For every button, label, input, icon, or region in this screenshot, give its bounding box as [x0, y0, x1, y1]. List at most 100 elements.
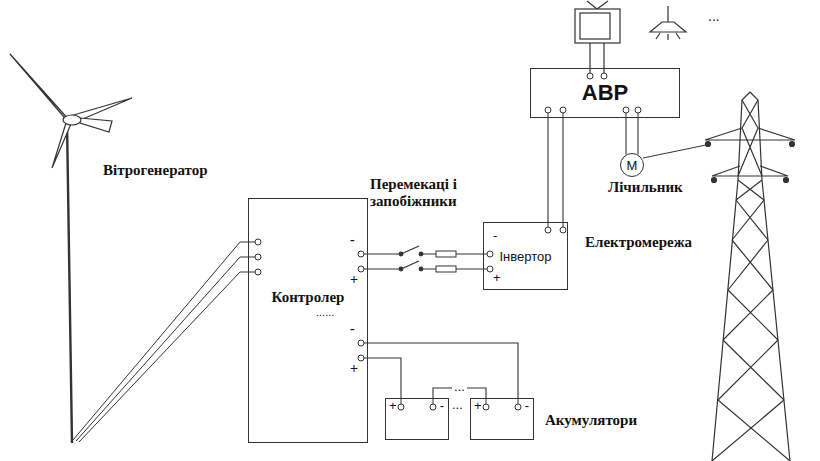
switch-symbol [399, 265, 423, 273]
power-tower [784, 178, 789, 183]
generator-wire [73, 242, 255, 440]
fuse-symbol [436, 251, 456, 257]
lamp [650, 22, 686, 32]
switch-symbol [399, 252, 403, 256]
part-label: Перемекаці і запобіжники [370, 176, 492, 211]
fuse-symbol [436, 266, 456, 272]
ats-box: АВР [530, 68, 680, 118]
node-label: Інвертор [500, 249, 552, 264]
terminal [560, 227, 566, 233]
fuse-symbol [436, 251, 456, 272]
wire-connector [368, 343, 518, 398]
terminal [601, 73, 607, 79]
switch-symbol [401, 261, 419, 269]
battery-box: +- [470, 398, 534, 440]
terminal-sign: - [525, 398, 529, 413]
polarity-sign: + [493, 271, 501, 286]
grid-wire [643, 145, 706, 158]
node-label: АВР [582, 80, 628, 106]
polarity-sign: + [350, 272, 358, 288]
wire-connector [637, 118, 638, 155]
terminal-sign: + [474, 398, 482, 413]
part-label: Електромережа [585, 234, 692, 251]
terminal-stub [364, 113, 638, 404]
switch-symbol [399, 246, 423, 273]
wire-connector [368, 253, 483, 254]
power-tower [790, 142, 795, 147]
terminal-sign: - [440, 398, 444, 413]
wind-turbine [10, 54, 132, 443]
terminal [545, 227, 551, 233]
polarity-sign: - [493, 229, 497, 244]
power-tower [750, 92, 790, 461]
part-label: Лічильник [608, 179, 683, 196]
wire-connector [625, 118, 626, 155]
terminal [358, 355, 364, 361]
wire-connector [562, 118, 563, 222]
lamp [667, 34, 668, 40]
terminal [545, 107, 551, 113]
terminal [255, 269, 261, 275]
switch-symbol [399, 250, 423, 258]
power-tower [712, 92, 750, 461]
power-tower [712, 178, 717, 183]
ellipsis-mark: ...... [316, 306, 334, 319]
power-tower [705, 128, 795, 176]
terminal [587, 73, 593, 79]
edge-label: ... [452, 380, 467, 393]
power-tower [705, 92, 795, 461]
tv-set [575, 9, 620, 43]
terminal [255, 254, 261, 260]
wind-turbine [10, 54, 70, 121]
switch-symbol [419, 267, 423, 271]
lamp [676, 33, 680, 39]
wire-connector [547, 118, 548, 222]
terminal [623, 107, 629, 113]
battery-box: +- [385, 398, 449, 440]
tv-set [575, 1, 620, 73]
switch-symbol [399, 267, 403, 271]
lamp [667, 6, 668, 22]
terminal [487, 251, 493, 257]
lamp [656, 33, 660, 39]
generator-wire [73, 242, 255, 442]
terminal [430, 404, 436, 410]
tv-set [587, 1, 597, 9]
ellipsis-mark: ... [452, 398, 463, 413]
lamp [650, 6, 686, 40]
switch-symbol [419, 252, 423, 256]
terminal [483, 404, 489, 410]
power-tower [712, 100, 790, 461]
switch-symbol [401, 246, 419, 254]
terminal [255, 239, 261, 245]
tv-set [597, 1, 608, 9]
terminal [560, 107, 566, 113]
tv-set [580, 13, 610, 39]
terminal [358, 251, 364, 257]
wind-turbine [80, 118, 112, 132]
terminal [515, 404, 521, 410]
power-tower [706, 142, 711, 147]
wire-connector [368, 268, 483, 269]
wire-connector [368, 358, 401, 398]
generator-label: Вітрогенератор [103, 162, 208, 179]
wind-turbine [52, 123, 71, 168]
wind-turbine [67, 122, 72, 443]
polarity-sign: - [350, 321, 355, 337]
terminal-sign: + [389, 398, 397, 413]
terminal [635, 107, 641, 113]
terminal [255, 73, 641, 410]
part-label: Акумулятори [545, 412, 637, 429]
wind-turbine [63, 115, 81, 125]
ellipsis-mark: ... [708, 8, 720, 24]
terminal [358, 266, 364, 272]
polarity-sign: - [350, 232, 355, 248]
terminal [398, 404, 404, 410]
terminal [487, 266, 493, 272]
meter-circle: M [620, 153, 644, 177]
grid-wire [643, 145, 706, 158]
